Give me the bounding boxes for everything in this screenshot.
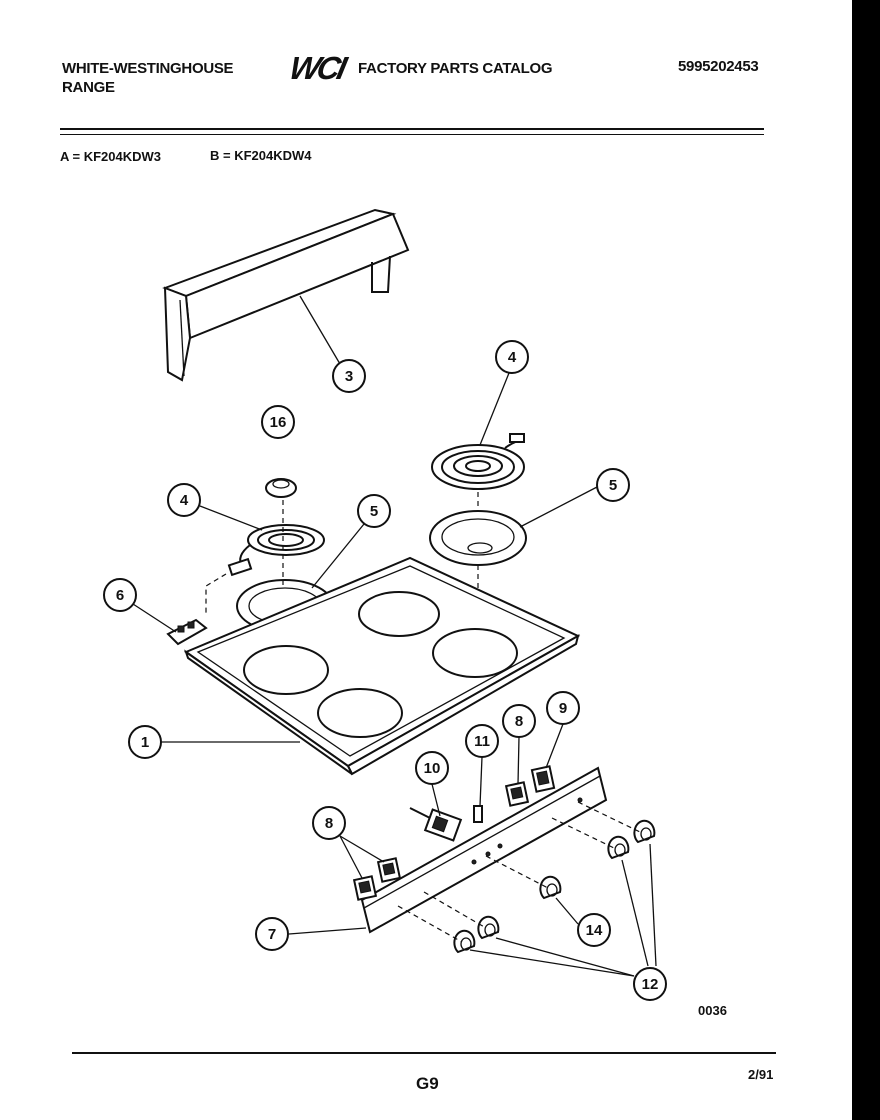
svg-text:1: 1 bbox=[141, 734, 149, 751]
page-number: G9 bbox=[416, 1074, 439, 1093]
backguard-part bbox=[162, 208, 410, 382]
callout-3: 3 bbox=[332, 359, 366, 393]
infinite-switch-part bbox=[409, 807, 463, 842]
callout-16: 16 bbox=[261, 405, 295, 439]
catalog-title: FACTORY PARTS CATALOG bbox=[358, 60, 553, 77]
knob-shaft-guides bbox=[397, 801, 641, 943]
svg-text:11: 11 bbox=[474, 733, 490, 750]
svg-text:14: 14 bbox=[586, 922, 603, 939]
terminal-block-part bbox=[166, 618, 208, 646]
svg-text:4: 4 bbox=[180, 492, 189, 509]
catalog-number: 5995202453 bbox=[678, 58, 759, 75]
callout-4-right: 4 bbox=[495, 340, 529, 374]
svg-text:4: 4 bbox=[508, 349, 517, 366]
callout-4-left: 4 bbox=[167, 483, 201, 517]
svg-text:7: 7 bbox=[268, 926, 276, 943]
header-rule-bottom bbox=[60, 134, 764, 135]
revision-date: 2/91 bbox=[748, 1067, 774, 1082]
svg-text:9: 9 bbox=[559, 700, 567, 717]
element-terminal-guide bbox=[205, 573, 227, 614]
svg-text:6: 6 bbox=[116, 587, 124, 604]
callout-7: 7 bbox=[255, 917, 289, 951]
callout-8-right: 8 bbox=[502, 704, 536, 738]
svg-text:16: 16 bbox=[270, 414, 287, 431]
footer-rule bbox=[72, 1052, 776, 1054]
callout-10: 10 bbox=[415, 751, 449, 785]
callout-9: 9 bbox=[546, 691, 580, 725]
svg-text:5: 5 bbox=[609, 477, 617, 494]
callout-6: 6 bbox=[103, 578, 137, 612]
right-drip-bowl bbox=[429, 510, 527, 566]
header-rule-top bbox=[60, 128, 764, 130]
right-surface-element bbox=[431, 433, 525, 490]
callout-1: 1 bbox=[128, 725, 162, 759]
callout-8-left: 8 bbox=[312, 806, 346, 840]
callout-14: 14 bbox=[577, 913, 611, 947]
callout-5-right: 5 bbox=[596, 468, 630, 502]
switch-part bbox=[352, 781, 530, 901]
switch-9-part bbox=[530, 765, 556, 793]
leader-lines bbox=[132, 295, 657, 977]
callout-11: 11 bbox=[465, 724, 499, 758]
indicator-light-part bbox=[473, 805, 483, 823]
svg-text:8: 8 bbox=[325, 815, 333, 832]
nut-part bbox=[265, 478, 297, 498]
model-b: B = KF204KDW4 bbox=[210, 148, 312, 163]
control-panel-part bbox=[360, 766, 608, 934]
figure-code: 0036 bbox=[698, 1003, 727, 1018]
scan-edge bbox=[852, 0, 880, 1120]
svg-text:3: 3 bbox=[345, 368, 353, 385]
brand-name: WHITE-WESTINGHOUSE bbox=[62, 60, 234, 77]
model-a: A = KF204KDW3 bbox=[60, 149, 162, 164]
callout-5-left: 5 bbox=[357, 494, 391, 528]
svg-text:5: 5 bbox=[370, 503, 378, 520]
left-surface-element bbox=[227, 524, 325, 577]
product-type: RANGE bbox=[62, 79, 115, 96]
svg-text:10: 10 bbox=[424, 760, 441, 777]
knob-part bbox=[453, 819, 656, 954]
svg-text:12: 12 bbox=[642, 976, 659, 993]
cooktop-part bbox=[183, 556, 581, 776]
callout-12: 12 bbox=[633, 967, 667, 1001]
svg-text:8: 8 bbox=[515, 713, 523, 730]
